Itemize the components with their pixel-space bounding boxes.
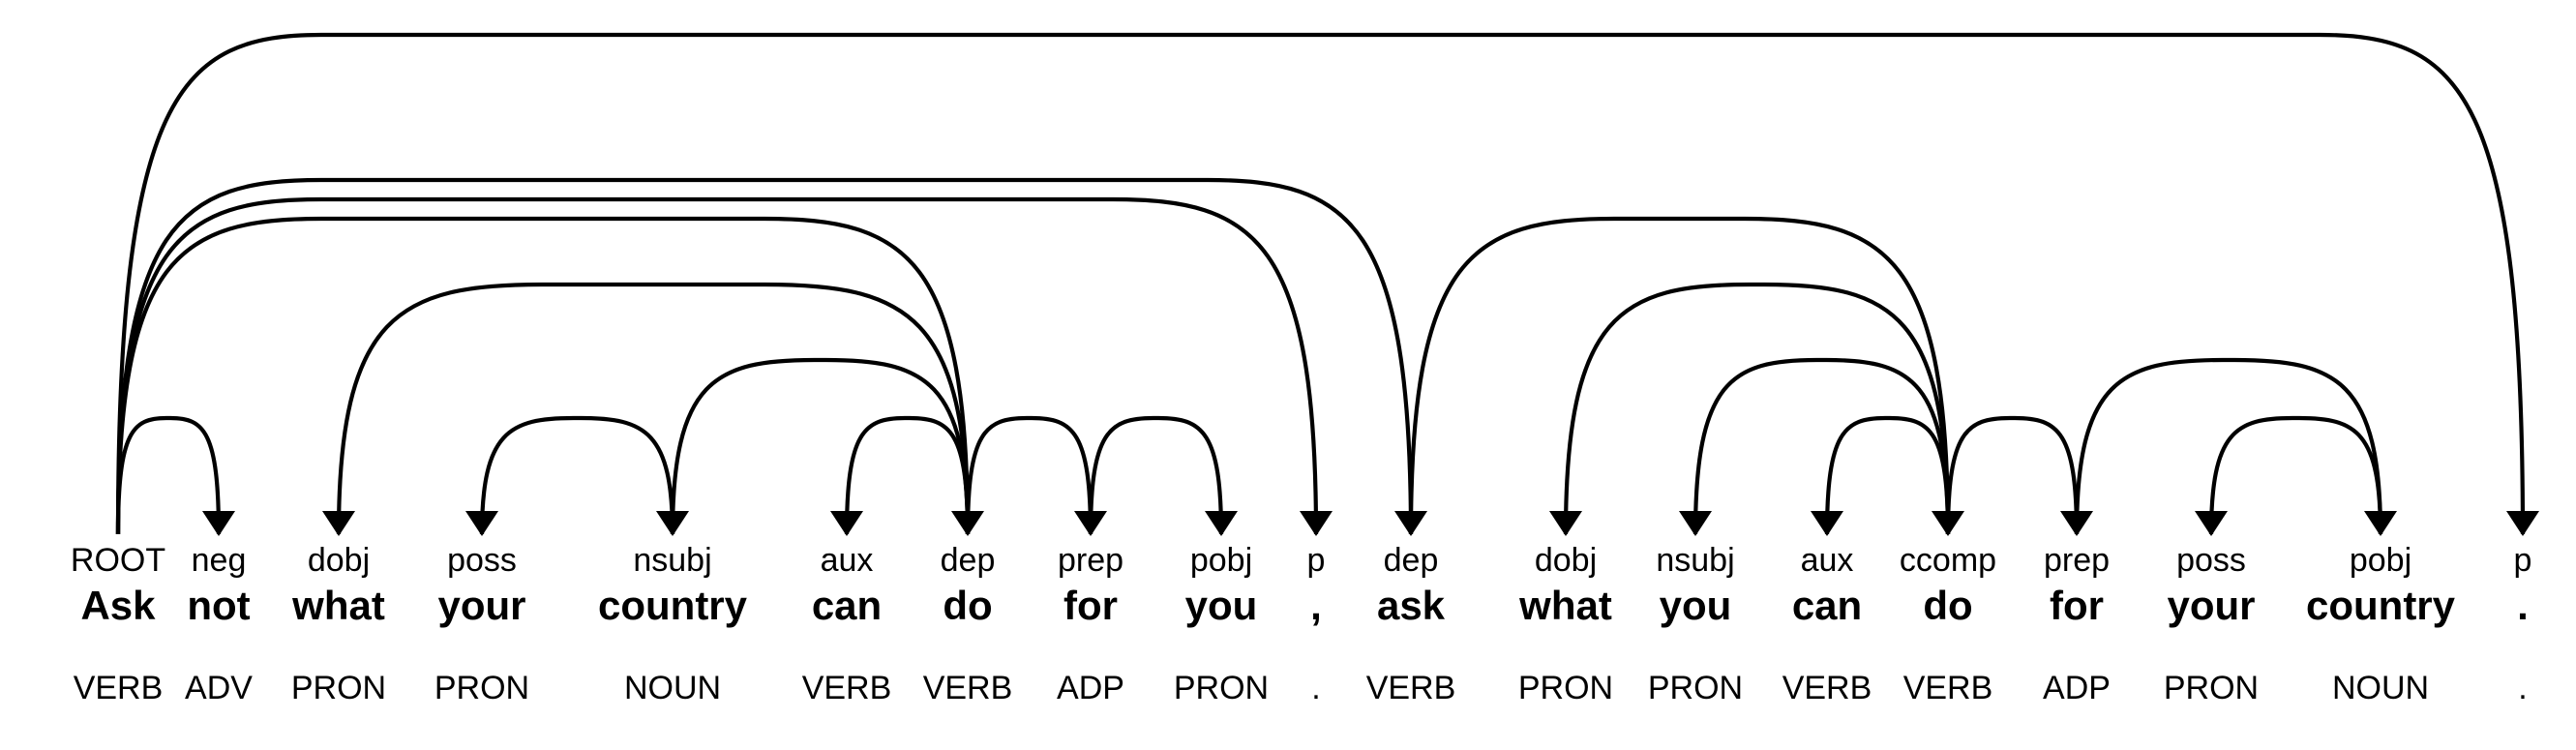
dep-arrowhead-poss-3 (465, 511, 498, 536)
pos-tag-6: VERB (922, 670, 1013, 706)
token-word-6: do (943, 583, 993, 628)
token-word-2: what (292, 583, 385, 628)
dep-label-17: pobj (2349, 542, 2412, 579)
dep-arrowhead-dobj-11 (1549, 511, 1582, 536)
dep-label-18: p (2513, 542, 2532, 579)
dep-label-2: dobj (307, 542, 371, 579)
pos-tag-9: . (1311, 670, 1321, 706)
dep-arrowhead-nsubj-12 (1679, 511, 1712, 536)
dep-arrowhead-aux-13 (1811, 511, 1843, 536)
token-word-15: for (2050, 583, 2104, 628)
dep-label-11: dobj (1534, 542, 1598, 579)
dep-label-3: poss (447, 542, 517, 579)
dep-label-15: prep (2043, 542, 2111, 579)
token-word-4: country (597, 583, 748, 628)
pos-tag-4: NOUN (623, 670, 722, 706)
dep-arrowhead-pobj-17 (2364, 511, 2397, 536)
dep-label-6: dep (940, 542, 996, 579)
pos-tag-11: PRON (1517, 670, 1614, 706)
dep-arc-p-0-9 (115, 196, 1319, 535)
dep-label-1: neg (191, 542, 247, 579)
dep-arrowhead-poss-16 (2195, 511, 2228, 536)
dep-label-12: nsubj (1656, 542, 1735, 579)
pos-tag-1: ADV (185, 670, 253, 706)
dep-arc-prep-14-15 (1945, 415, 2080, 535)
token-word-7: for (1063, 583, 1118, 628)
dep-arrowhead-dobj-2 (322, 511, 355, 536)
dep-label-4: nsubj (633, 542, 712, 579)
pos-tag-2: PRON (290, 670, 387, 706)
dep-arrowhead-pobj-8 (1205, 511, 1238, 536)
pos-tag-12: PRON (1647, 670, 1744, 706)
dep-arc-dobj-14-11 (1563, 282, 1951, 535)
pos-tag-7: ADP (1057, 670, 1124, 706)
pos-tag-13: VERB (1782, 670, 1872, 706)
dep-label-5: aux (820, 542, 874, 579)
pos-tag-10: VERB (1365, 670, 1456, 706)
dep-arc-pobj-15-17 (2074, 357, 2383, 535)
pos-tag-15: ADP (2043, 670, 2111, 706)
dep-label-8: pobj (1189, 542, 1253, 579)
dep-arc-dep-0-10 (115, 177, 1414, 535)
dep-arc-ccomp-10-14 (1408, 216, 1951, 535)
dep-arc-p-0-18 (115, 32, 2526, 535)
dep-arc-poss-17-16 (2208, 415, 2383, 535)
pos-tag-0: VERB (73, 670, 164, 706)
token-word-10: ask (1376, 583, 1446, 628)
dep-label-7: prep (1057, 542, 1124, 579)
dep-arrowhead-p-9 (1300, 511, 1333, 536)
dep-arc-aux-14-13 (1824, 415, 1951, 535)
dep-arc-poss-4-3 (479, 415, 675, 535)
pos-tag-14: VERB (1902, 670, 1993, 706)
dep-label-10: dep (1383, 542, 1439, 579)
token-word-11: what (1519, 583, 1612, 628)
token-word-14: do (1923, 583, 1973, 628)
dep-arrowhead-nsubj-4 (656, 511, 689, 536)
dep-arc-dobj-6-2 (336, 282, 971, 535)
dep-arc-prep-6-7 (965, 415, 1093, 535)
dep-label-0: ROOT (70, 542, 166, 579)
token-word-1: not (187, 583, 251, 628)
token-word-12: you (1659, 583, 1732, 628)
pos-tag-3: PRON (434, 670, 530, 706)
dep-arrowhead-aux-5 (830, 511, 863, 536)
token-word-5: can (811, 583, 883, 628)
dep-arc-nsubj-14-12 (1692, 357, 1951, 535)
token-word-16: your (2167, 583, 2256, 628)
dep-arc-pobj-7-8 (1088, 415, 1224, 535)
dep-arrowhead-neg-1 (202, 511, 235, 536)
dep-label-9: p (1306, 542, 1326, 579)
dep-arc-aux-6-5 (844, 415, 971, 535)
dep-arc-neg-0-1 (115, 415, 222, 535)
token-word-18: . (2517, 583, 2529, 628)
pos-tag-8: PRON (1173, 670, 1270, 706)
pos-tag-17: NOUN (2331, 670, 2430, 706)
token-word-3: your (437, 583, 526, 628)
pos-tag-5: VERB (801, 670, 892, 706)
token-word-8: you (1184, 583, 1258, 628)
dep-arrowhead-p-18 (2506, 511, 2539, 536)
dep-label-16: poss (2176, 542, 2246, 579)
dep-label-13: aux (1800, 542, 1854, 579)
pos-tag-16: PRON (2163, 670, 2260, 706)
token-word-9: , (1310, 583, 1322, 628)
dep-arc-dep-0-6 (115, 216, 971, 535)
dep-arc-nsubj-6-4 (670, 357, 971, 535)
dep-label-14: ccomp (1899, 542, 1997, 579)
token-word-17: country (2305, 583, 2456, 628)
pos-tag-18: . (2518, 670, 2528, 706)
token-word-0: Ask (80, 583, 156, 628)
token-word-13: can (1791, 583, 1863, 628)
